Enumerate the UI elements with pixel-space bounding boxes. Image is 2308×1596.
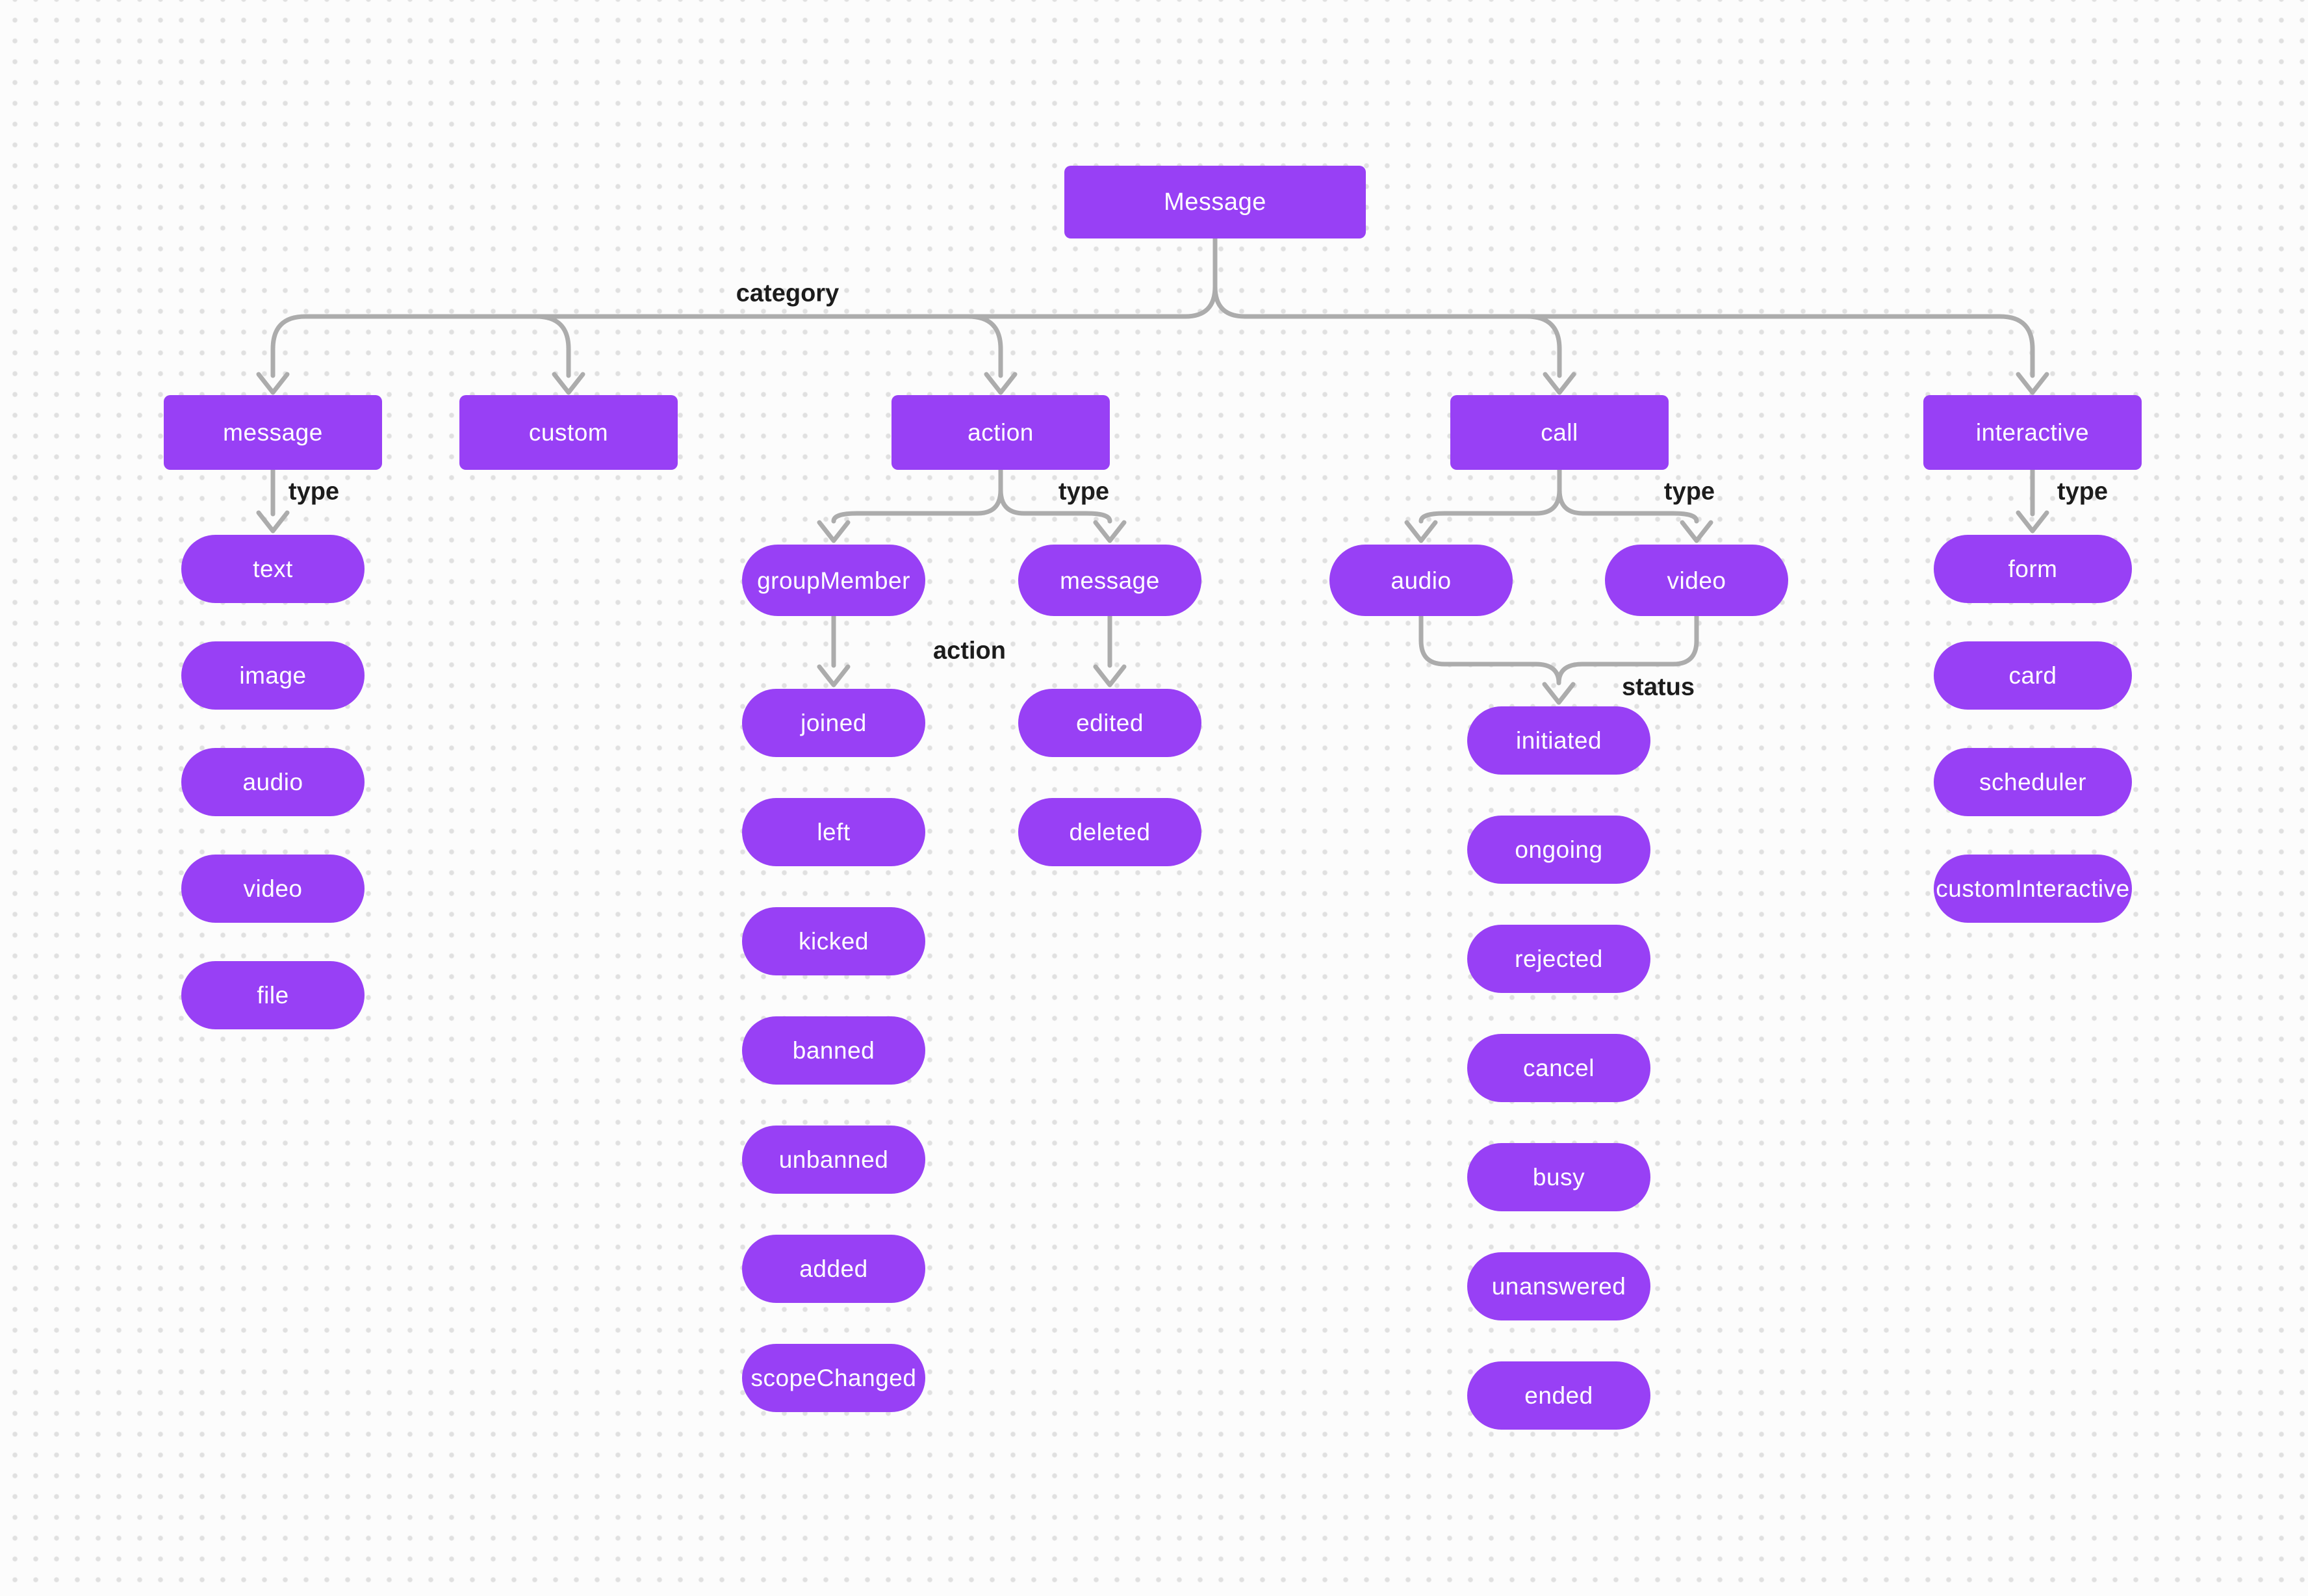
edge-label-category: category xyxy=(736,279,840,307)
node-category-message[interactable]: message xyxy=(164,395,382,470)
connector-call-type-fork xyxy=(1404,467,1713,543)
node-status-rejected[interactable]: rejected xyxy=(1467,925,1650,993)
node-action-joined[interactable]: joined xyxy=(742,689,925,757)
node-category-action[interactable]: action xyxy=(891,395,1110,470)
node-calltype-audio[interactable]: audio xyxy=(1329,545,1513,616)
node-category-interactive[interactable]: interactive xyxy=(1923,395,2142,470)
node-type-scheduler[interactable]: scheduler xyxy=(1934,748,2132,816)
node-category-custom[interactable]: custom xyxy=(459,395,678,470)
node-action-added[interactable]: added xyxy=(742,1235,925,1303)
node-type-file[interactable]: file xyxy=(181,961,365,1029)
node-action-left[interactable]: left xyxy=(742,798,925,866)
connector-groupmember-action xyxy=(817,613,851,688)
node-type-text[interactable]: text xyxy=(181,535,365,603)
node-action-edited[interactable]: edited xyxy=(1018,689,1201,757)
node-type-groupmember[interactable]: groupMember xyxy=(742,545,925,616)
connector-message-type xyxy=(256,467,290,534)
node-action-scopechanged[interactable]: scopeChanged xyxy=(742,1344,925,1412)
node-type-image[interactable]: image xyxy=(181,641,365,710)
node-action-deleted[interactable]: deleted xyxy=(1018,798,1201,866)
connector-action-drop xyxy=(966,314,1018,395)
node-status-ongoing[interactable]: ongoing xyxy=(1467,816,1650,884)
node-type-card[interactable]: card xyxy=(1934,641,2132,710)
connector-action-type-fork xyxy=(817,467,1127,543)
node-status-ended[interactable]: ended xyxy=(1467,1361,1650,1430)
node-type-form[interactable]: form xyxy=(1934,535,2132,603)
node-status-busy[interactable]: busy xyxy=(1467,1143,1650,1211)
node-type-video[interactable]: video xyxy=(181,855,365,923)
edge-label-action: action xyxy=(933,637,1006,665)
node-calltype-video[interactable]: video xyxy=(1605,545,1788,616)
node-status-cancel[interactable]: cancel xyxy=(1467,1034,1650,1102)
connector-actionmessage-action xyxy=(1093,613,1127,688)
connector-call-status-merge xyxy=(1418,613,1699,705)
node-category-call[interactable]: call xyxy=(1450,395,1669,470)
node-action-unbanned[interactable]: unbanned xyxy=(742,1126,925,1194)
connector-interactive-type xyxy=(2016,467,2049,534)
node-status-unanswered[interactable]: unanswered xyxy=(1467,1252,1650,1320)
node-action-banned[interactable]: banned xyxy=(742,1016,925,1085)
edge-label-type-message: type xyxy=(288,478,340,506)
edge-label-type-action: type xyxy=(1058,478,1110,506)
node-type-custominteractive[interactable]: customInteractive xyxy=(1934,855,2132,923)
node-status-initiated[interactable]: initiated xyxy=(1467,706,1650,775)
edge-label-type-interactive: type xyxy=(2057,478,2109,506)
node-message-root[interactable]: Message xyxy=(1064,166,1366,238)
edge-label-status: status xyxy=(1622,673,1695,701)
node-action-kicked[interactable]: kicked xyxy=(742,907,925,975)
connector-call-drop xyxy=(1524,314,1576,395)
connector-category-bus xyxy=(256,236,2049,395)
edge-label-type-call: type xyxy=(1663,478,1715,506)
node-type-actionmessage[interactable]: message xyxy=(1018,545,1201,616)
connector-custom-drop xyxy=(533,314,585,395)
node-type-audio[interactable]: audio xyxy=(181,748,365,816)
